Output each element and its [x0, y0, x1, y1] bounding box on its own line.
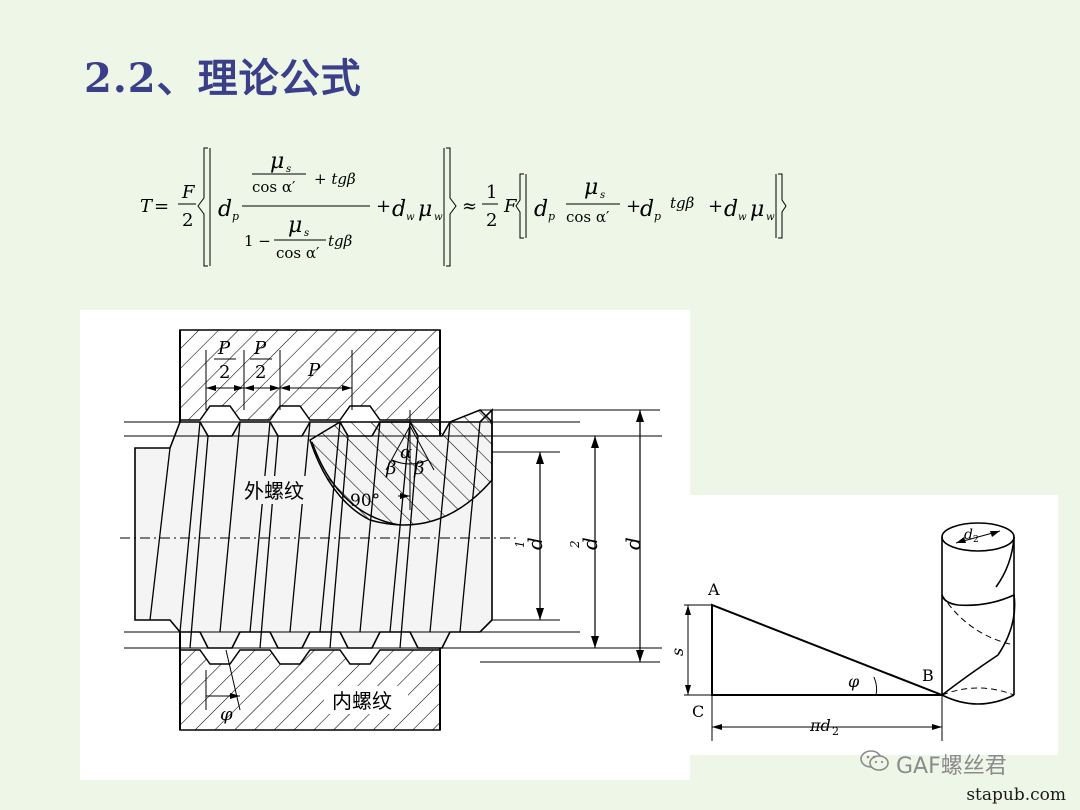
label-cyl-d2-sub: 2: [973, 535, 979, 545]
formula-cos3: cos α′: [566, 208, 610, 226]
label-internal-thread: 内螺纹: [332, 689, 392, 713]
page-title: 2.2、理论公式: [84, 55, 362, 102]
watermark-text: GAF螺丝君: [896, 754, 1007, 779]
label-half-pitch-1-2: 2: [219, 362, 230, 383]
formula-mu-s1: μ: [270, 149, 284, 174]
lead-triangle: [711, 603, 943, 696]
formula-plus-tg1: + tgβ: [314, 170, 356, 188]
formula-plus1: +: [376, 196, 391, 217]
formula-s3: s: [600, 190, 605, 201]
watermark: GAF螺丝君: [860, 748, 1007, 780]
formula-plus2: +: [626, 196, 641, 217]
wechat-icon: [860, 749, 890, 779]
label-phi-right: φ: [848, 672, 860, 691]
formula-w3: w: [738, 212, 747, 223]
label-external-thread: 外螺纹: [244, 479, 304, 503]
label-C: C: [692, 702, 704, 721]
formula-tg3: tgβ: [670, 194, 695, 212]
formula-cos1: cos α′: [252, 178, 296, 196]
formula-p-sub: p: [232, 210, 239, 223]
formula-cos2: cos α′: [276, 244, 320, 262]
formula-w2: w: [434, 212, 443, 223]
label-d1-sub: 1: [513, 540, 527, 548]
formula-F1: F: [181, 182, 196, 203]
formula-s2: s: [304, 228, 309, 239]
formula-mu-w1: μ: [418, 197, 432, 222]
formula-dp3: d: [640, 197, 654, 222]
formula-approx: ≈: [462, 196, 477, 217]
label-beta-left: β: [385, 458, 396, 479]
source-credit: stapub.com: [966, 785, 1066, 805]
formula-mu-s3: μ: [584, 175, 598, 200]
thread-cutaway: [309, 409, 493, 526]
formula-two2: 2: [486, 210, 497, 231]
formula-dw1: d: [392, 197, 406, 222]
label-d: d: [621, 537, 645, 550]
formula-w1: w: [406, 212, 415, 223]
label-B: B: [922, 666, 934, 685]
label-half-pitch-1-p: P: [217, 338, 231, 359]
label-A: A: [707, 580, 720, 599]
formula-w4: w: [766, 212, 775, 223]
formula-eq: =: [154, 196, 169, 217]
label-half-pitch-2-2: 2: [255, 362, 266, 383]
formula-tg2: tgβ: [328, 232, 353, 250]
thread-section-diagram: d 1 d 2 d P 2 P 2 P α β β 90° 外螺纹 内螺纹: [80, 310, 690, 780]
formula-dp2: d: [534, 197, 548, 222]
label-d1: d: [523, 537, 547, 550]
formula-p-sub2: p: [548, 210, 555, 223]
label-s: s: [668, 648, 687, 656]
label-d2-sub: 2: [568, 540, 582, 549]
label-pitch: P: [307, 360, 321, 381]
helix-unroll-diagram: A B C s φ πd 2 d 2: [668, 495, 1058, 755]
formula-T: T: [140, 196, 154, 217]
formula-s1: s: [286, 164, 291, 175]
label-alpha: α: [400, 442, 412, 463]
formula-plus3: +: [708, 196, 723, 217]
formula-one: 1: [486, 182, 497, 203]
formula-dp: d: [218, 197, 232, 222]
formula-p-sub3: p: [654, 210, 661, 223]
formula-mu-s2: μ: [288, 213, 302, 238]
label-beta-right: β: [413, 458, 424, 479]
formula-F2: F: [503, 196, 518, 217]
label-cyl-d2: d: [964, 527, 973, 543]
label-d2: d: [578, 537, 602, 550]
nut-upper-section: [179, 329, 441, 421]
label-phi-left: φ: [220, 704, 233, 725]
formula-mu-w2: μ: [750, 197, 764, 222]
label-pi-d2: πd: [809, 716, 831, 735]
formula-one-minus: 1 −: [244, 232, 271, 250]
label-ninety: 90°: [350, 491, 380, 511]
label-half-pitch-2-p: P: [253, 338, 267, 359]
label-pi-d2-sub: 2: [832, 725, 839, 738]
formula-two1: 2: [182, 210, 193, 231]
torque-formula: T = F 2 d p μ s cos α′ + tgβ 1 − μ s cos…: [140, 147, 787, 267]
formula-dw2: d: [724, 197, 738, 222]
